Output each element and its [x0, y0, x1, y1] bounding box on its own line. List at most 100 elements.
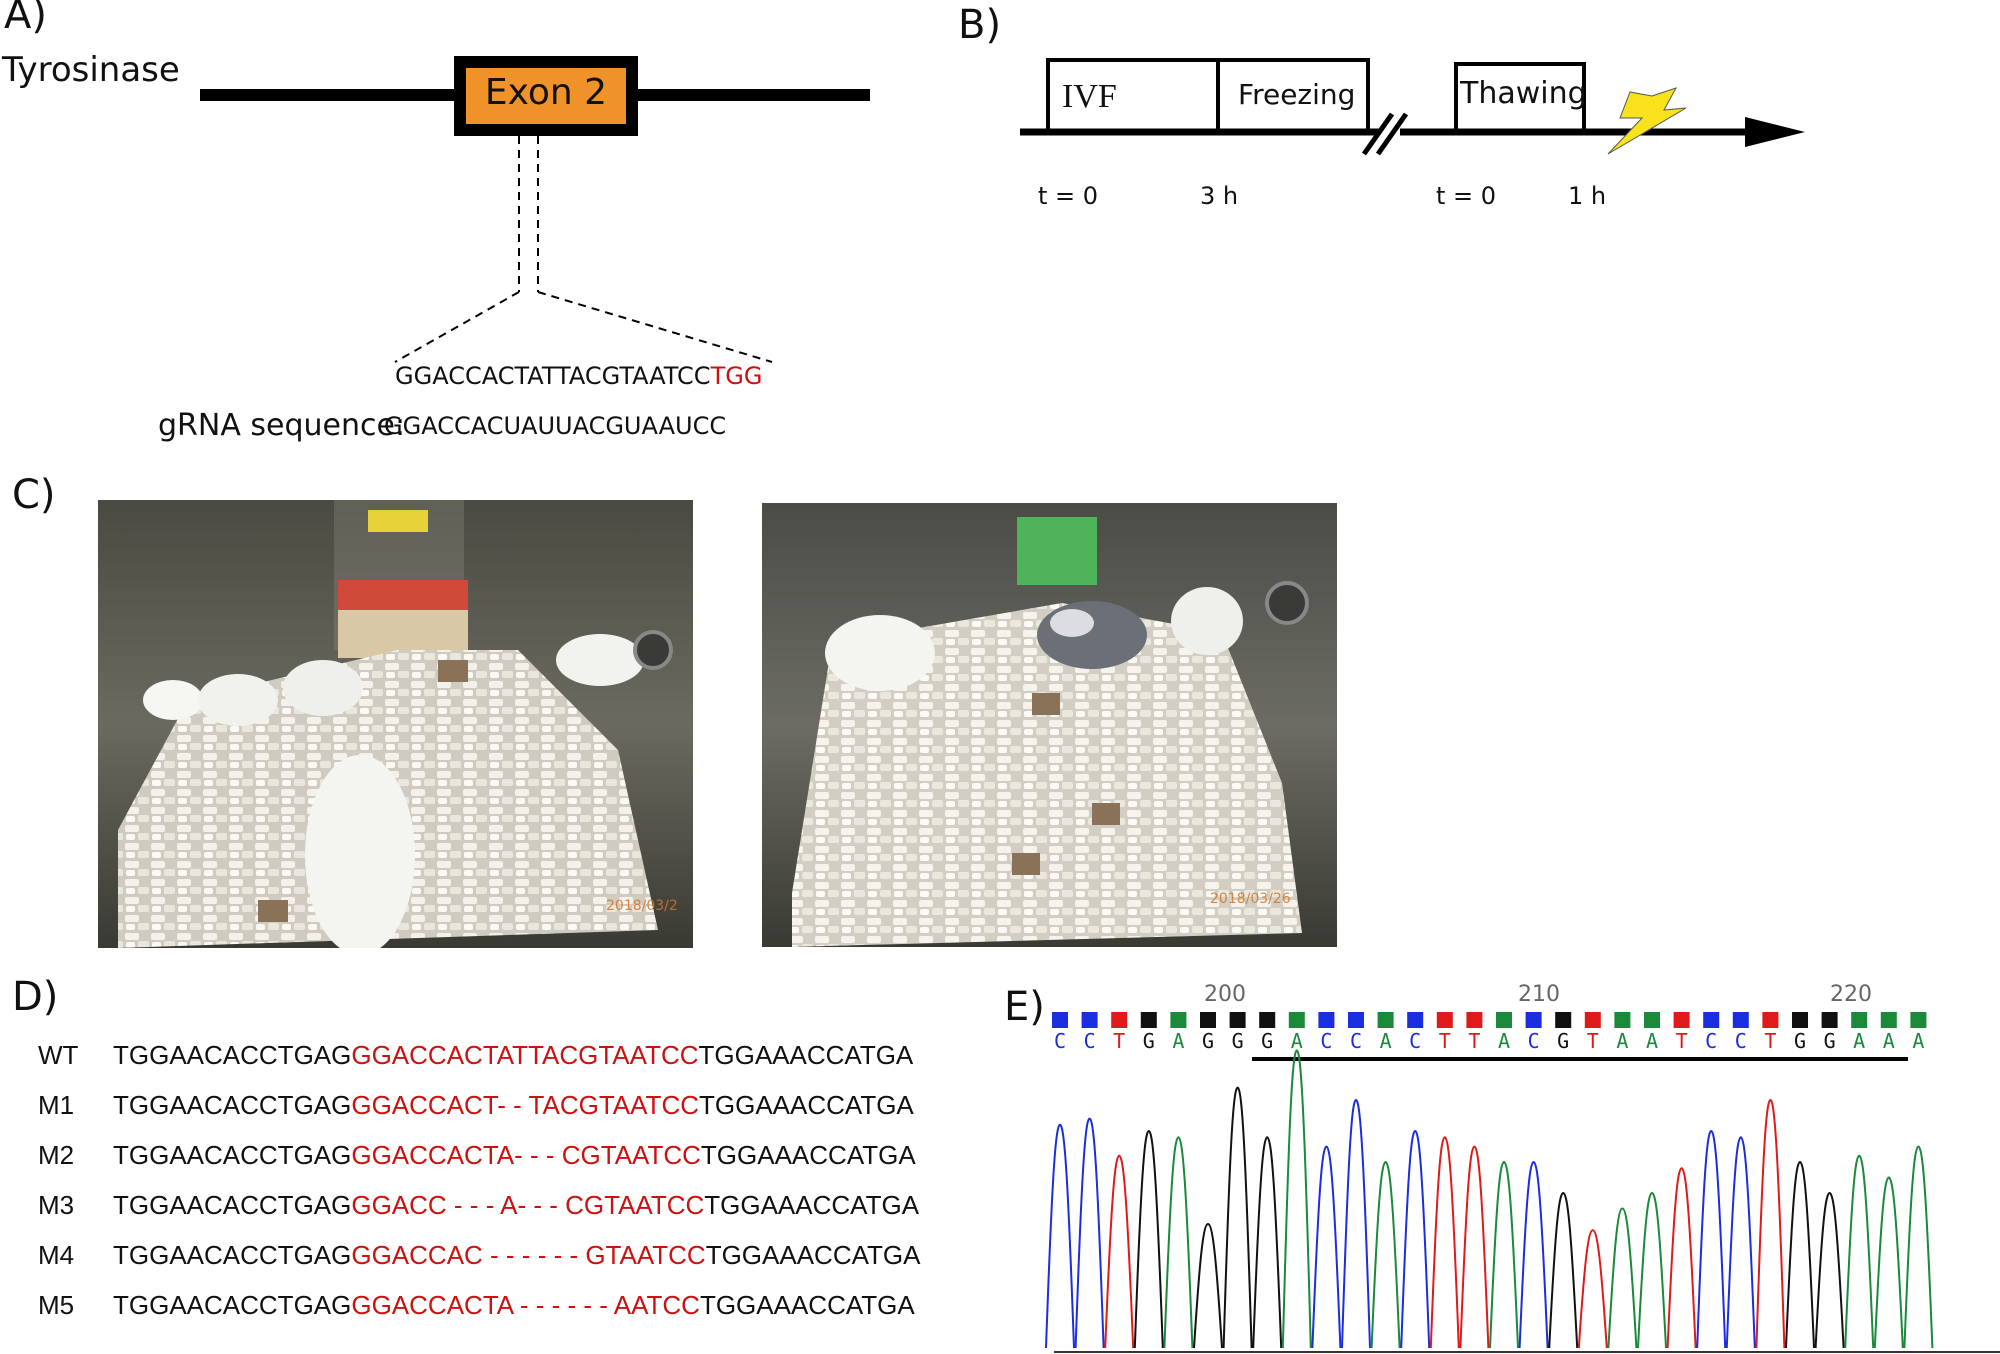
row-name: WT — [38, 1040, 79, 1070]
base-call-square — [1229, 1012, 1246, 1028]
photo-date-stamp: 2018/03/2 — [606, 898, 678, 914]
base-call-letter: C — [1054, 1029, 1066, 1053]
base-call-letter: A — [1380, 1029, 1392, 1053]
target-prefix: GGACCACTATTACGTAATCC — [395, 362, 711, 390]
trace-peak — [1341, 1098, 1371, 1349]
base-call-letter: C — [1320, 1029, 1332, 1053]
row-name: M5 — [38, 1290, 75, 1320]
trace-peak — [1311, 1145, 1342, 1349]
base-call-square — [1288, 1012, 1305, 1028]
panel-b-label: B) — [958, 2, 1002, 48]
trace-peak — [1785, 1160, 1815, 1349]
base-call-square — [1436, 1012, 1453, 1028]
base-call-square — [1910, 1012, 1927, 1028]
flank-left: TGGAACACCTGAG — [113, 1040, 352, 1070]
base-call-letter: G — [1143, 1029, 1155, 1053]
base-call-square — [1880, 1012, 1897, 1028]
base-call-letter: T — [1113, 1029, 1125, 1053]
sequence-row-m1: M1 TGGAACACCTGAGGGACCACT- - TACGTAATCCTGG… — [38, 1090, 914, 1121]
base-call-letter: G — [1824, 1029, 1836, 1053]
base-call-letter: A — [1646, 1029, 1658, 1053]
row-name: M4 — [38, 1240, 75, 1270]
flank-right: TGGAAACCATGA — [698, 1040, 914, 1070]
freezing-box-label: Freezing — [1238, 78, 1356, 111]
thawing-box-label: Thawing — [1460, 76, 1587, 111]
base-call-letter: G — [1794, 1029, 1806, 1053]
base-call-square — [1318, 1012, 1335, 1028]
thawing-box — [1454, 62, 1586, 134]
position-label: 200 — [1204, 982, 1246, 1007]
base-call-square — [1584, 1012, 1601, 1028]
trace-peak — [1104, 1154, 1135, 1349]
base-call-letter: A — [1883, 1029, 1895, 1053]
row-name: M1 — [38, 1090, 75, 1120]
trace-peak — [1163, 1136, 1194, 1349]
base-call-letter: G — [1261, 1029, 1273, 1053]
base-call-letter: C — [1084, 1029, 1096, 1053]
trace-peak — [1725, 1136, 1756, 1349]
grna-label: gRNA sequence: — [158, 408, 406, 443]
base-call-letter: T — [1764, 1029, 1776, 1053]
base-call-square — [1081, 1012, 1098, 1028]
flank-left: TGGAACACCTGAG — [113, 1090, 352, 1120]
trace-peak — [1548, 1191, 1579, 1349]
target-region: GGACCACTATTACGTAATCC — [351, 1040, 699, 1070]
exon-label: Exon 2 — [484, 72, 608, 113]
mouse-cage-photo-1: 2018/03/2 — [98, 500, 693, 948]
base-call-letter: T — [1676, 1029, 1688, 1053]
base-call-letter: T — [1587, 1029, 1599, 1053]
base-call-square — [1111, 1012, 1128, 1028]
base-call-square — [1052, 1012, 1068, 1028]
base-call-letter: G — [1232, 1029, 1244, 1053]
flank-right: TGGAAACCATGA — [699, 1090, 914, 1120]
base-call-square — [1732, 1012, 1749, 1028]
flank-right: TGGAAACCATGA — [700, 1140, 916, 1170]
base-call-letter: C — [1409, 1029, 1421, 1053]
exon-box — [454, 56, 638, 136]
target-sequence: GGACCACTATTACGTAATCCTGG — [395, 362, 762, 390]
flank-left: TGGAACACCTGAG — [113, 1190, 352, 1220]
base-call-letter: C — [1735, 1029, 1747, 1053]
base-call-square — [1170, 1012, 1187, 1028]
base-call-square — [1851, 1012, 1868, 1028]
flank-right: TGGAAACCATGA — [705, 1240, 921, 1270]
trace-peak — [1252, 1136, 1283, 1349]
flank-right: TGGAAACCATGA — [699, 1290, 915, 1320]
base-call-letter: A — [1172, 1029, 1184, 1053]
target-region: GGACC - - - A- - - CGTAATCC — [351, 1190, 705, 1220]
sequence-row-m5: M5 TGGAACACCTGAGGGACCACTA - - - - - - AAT… — [38, 1290, 915, 1321]
trace-peak — [1518, 1160, 1549, 1349]
trace-peak — [1281, 1049, 1312, 1349]
row-name: M3 — [38, 1190, 75, 1220]
trace-peak — [1429, 1136, 1460, 1349]
panel-c-label: C) — [12, 472, 56, 518]
base-call-letter: G — [1202, 1029, 1214, 1053]
position-label: 220 — [1830, 982, 1872, 1007]
time-label: 1 h — [1568, 182, 1607, 210]
base-call-letter: T — [1439, 1029, 1451, 1053]
base-call-square — [1377, 1012, 1394, 1028]
base-call-letter: A — [1291, 1029, 1303, 1053]
trace-peak — [1903, 1145, 1934, 1349]
base-call-square — [1792, 1012, 1808, 1028]
trace-peak — [1814, 1191, 1845, 1349]
flank-left: TGGAACACCTGAG — [113, 1290, 352, 1320]
target-region: GGACCACT- - TACGTAATCC — [351, 1090, 699, 1120]
trace-peak — [1696, 1129, 1727, 1349]
base-call-letter: A — [1912, 1029, 1924, 1053]
timeline-arrowhead — [1745, 117, 1805, 147]
grna-sequence: GGACCACUAUUACGUAAUCC — [384, 412, 727, 440]
ivf-box-label: IVF — [1062, 78, 1117, 115]
trace-peak — [1045, 1123, 1075, 1349]
time-label: t = 0 — [1436, 182, 1497, 210]
time-label: 3 h — [1200, 182, 1239, 210]
gene-name: Tyrosinase — [2, 50, 180, 90]
base-call-square — [1614, 1012, 1631, 1028]
base-call-square — [1525, 1012, 1542, 1028]
trace-peak — [1577, 1229, 1608, 1349]
trace-peak — [1193, 1222, 1223, 1349]
target-region: GGACCACTA- - - CGTAATCC — [351, 1140, 701, 1170]
target-region: GGACCACTA - - - - - - AATCC — [351, 1290, 700, 1320]
panel-d-label: D) — [12, 974, 59, 1020]
